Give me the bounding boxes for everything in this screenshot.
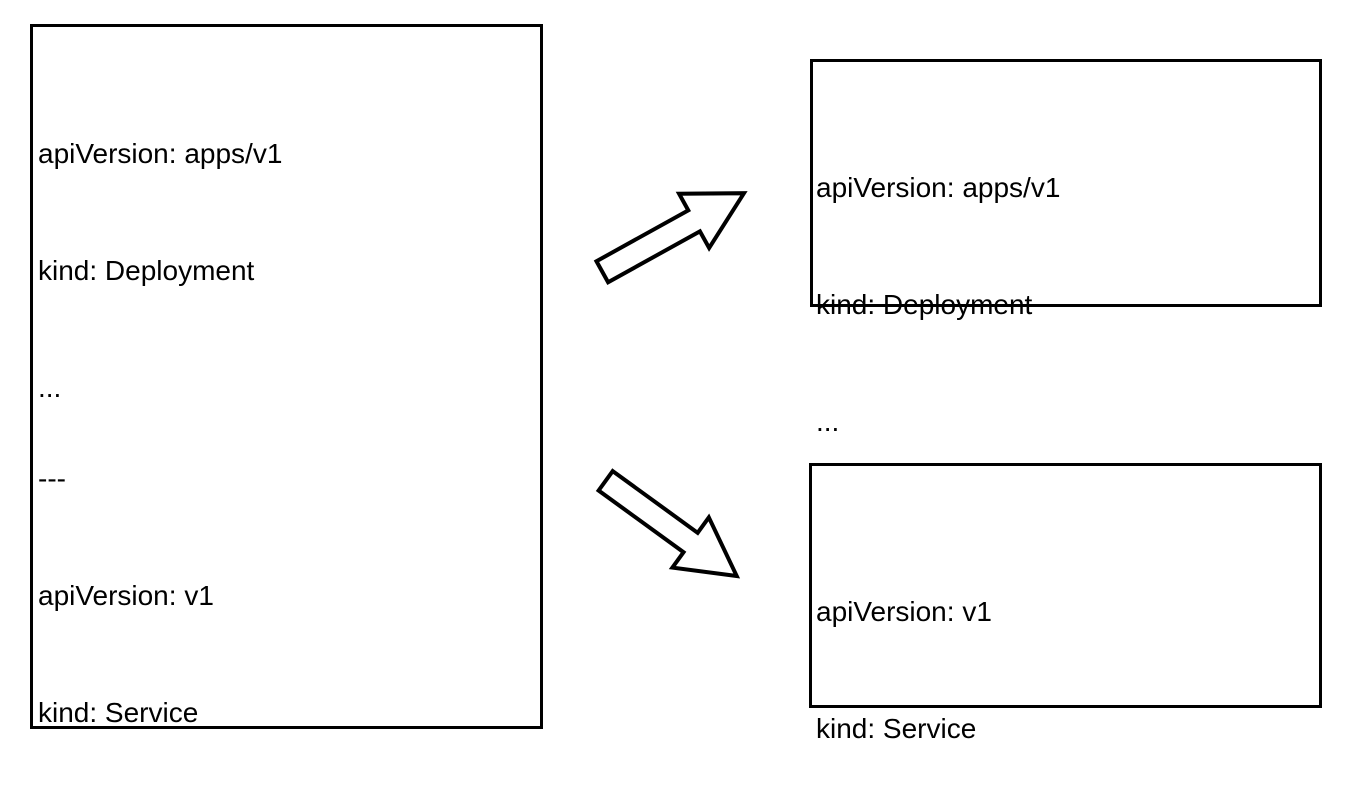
service-doc-text: apiVersion: v1 kind: Service ...: [816, 514, 992, 804]
yaml-line: apiVersion: apps/v1: [38, 138, 283, 169]
yaml-line: ...: [816, 406, 840, 437]
yaml-line: kind: Service: [38, 697, 199, 728]
yaml-line: apiVersion: v1: [38, 580, 214, 611]
yaml-line: ...: [38, 372, 62, 403]
service-yaml-box: [809, 463, 1322, 708]
source-service-doc-text: --- apiVersion: v1 kind: Service ...: [38, 381, 214, 804]
deployment-yaml-box: [810, 59, 1322, 307]
source-deployment-doc-text: apiVersion: apps/v1 kind: Deployment ...: [38, 56, 282, 485]
yaml-line: kind: Deployment: [816, 289, 1033, 320]
yaml-document-separator: ---: [38, 463, 66, 494]
arrow-up-right-icon: [593, 191, 748, 285]
yaml-line: apiVersion: apps/v1: [816, 172, 1061, 203]
yaml-line: kind: Service: [816, 713, 977, 744]
yaml-line: kind: Deployment: [38, 255, 255, 286]
arrow-down-right-icon: [595, 468, 741, 579]
deployment-doc-text: apiVersion: apps/v1 kind: Deployment ...: [816, 90, 1060, 519]
yaml-line: apiVersion: v1: [816, 596, 992, 627]
source-yaml-box: [30, 24, 543, 729]
